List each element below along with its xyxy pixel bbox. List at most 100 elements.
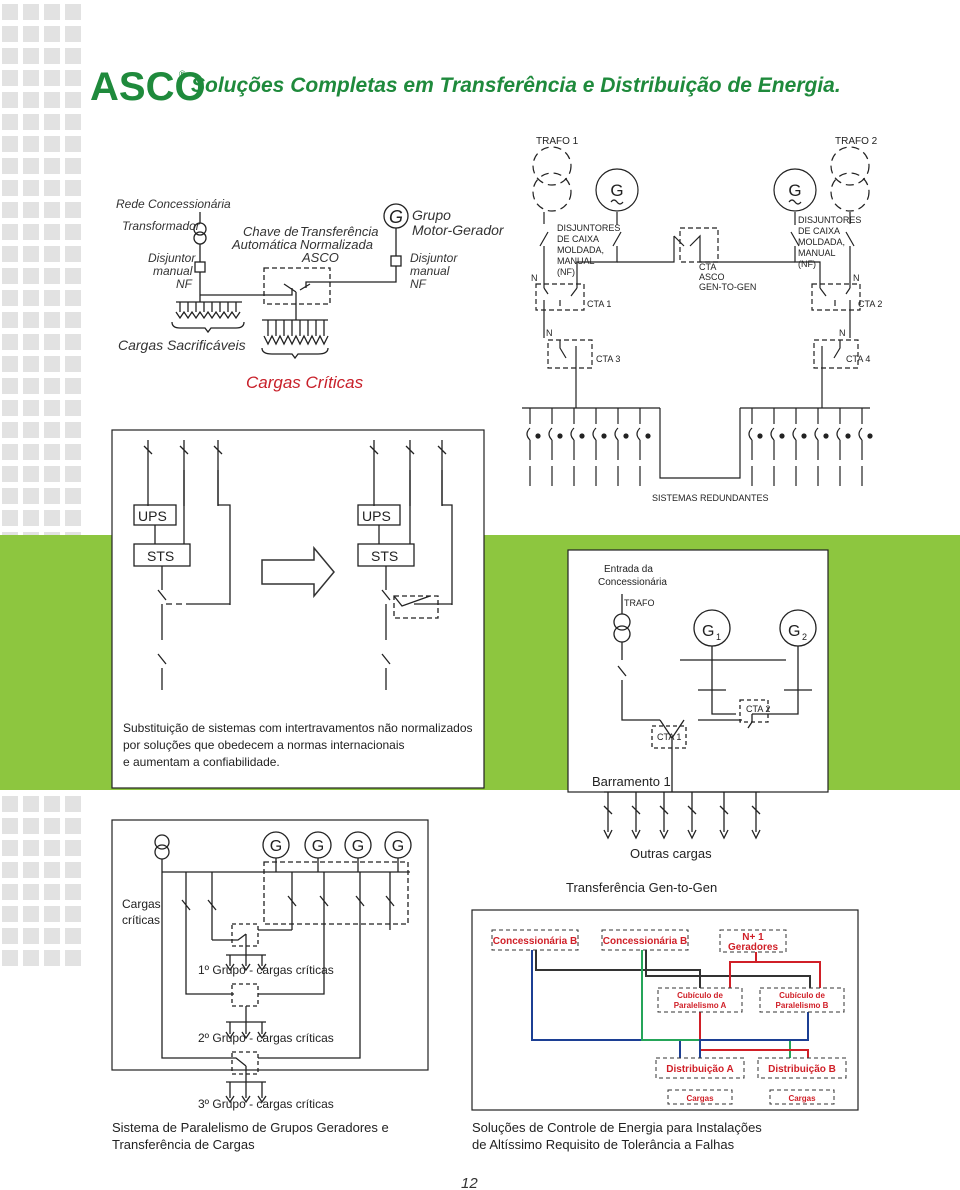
background-square xyxy=(65,906,81,922)
background-square xyxy=(65,884,81,900)
cta1-label: CTA 1 xyxy=(587,299,611,309)
background-square xyxy=(23,950,39,966)
brace-icon xyxy=(171,321,245,334)
gen-breaker-icon xyxy=(390,255,402,267)
breaker-icon xyxy=(194,261,206,273)
background-square xyxy=(65,334,81,350)
breaker-dot-icon xyxy=(867,433,873,439)
sts-out-left xyxy=(157,566,230,690)
trafo1-label: TRAFO 1 xyxy=(536,136,579,147)
background-square xyxy=(65,840,81,856)
background-square xyxy=(2,378,18,394)
asco-logo: ASCO xyxy=(90,65,206,109)
top-right-diagram: TRAFO 1 TRAFO 2 DISJUNTORES DE CAIXA MOL… xyxy=(522,136,882,503)
gen-to-gen-caption: Transferência Gen-to-Gen xyxy=(566,880,717,895)
grupo3-wiring xyxy=(161,872,361,1098)
parallel-breakers xyxy=(287,895,395,907)
cta4-switch xyxy=(821,340,841,408)
cubiculo-b-label: Cubículo de xyxy=(779,991,825,1000)
ups-label: UPS xyxy=(138,508,167,524)
load-arrows-icon xyxy=(225,963,267,1104)
background-square xyxy=(2,840,18,856)
background-square xyxy=(23,906,39,922)
paralelismo-b-label: Paralelismo B xyxy=(776,1001,829,1010)
trafo2-label: TRAFO 2 xyxy=(835,136,878,147)
background-square xyxy=(23,818,39,834)
transformador-label: Transformador xyxy=(122,219,201,233)
breaker-arc-icon xyxy=(748,427,753,441)
breaker-dot-icon xyxy=(645,433,651,439)
background-square xyxy=(65,510,81,526)
breaker-dot-icon xyxy=(779,433,785,439)
background-square xyxy=(23,246,39,262)
background-square xyxy=(23,4,39,20)
cta3-box xyxy=(547,339,593,369)
load-breakers-right xyxy=(748,408,873,486)
motor-gerador-label: Motor-Gerador xyxy=(412,222,505,238)
background-square xyxy=(23,422,39,438)
arrow-right-icon xyxy=(261,545,335,599)
geradores-label: Geradores xyxy=(728,942,778,953)
cta-gen-to-gen-switch xyxy=(617,234,795,263)
controle-caption-line: Soluções de Controle de Energia para Ins… xyxy=(472,1120,762,1135)
background-square xyxy=(44,928,60,944)
conc-b1-box xyxy=(491,929,579,951)
gen-g-label: G xyxy=(312,838,324,855)
sistemas-redundantes-label: SISTEMAS REDUNDANTES xyxy=(652,493,769,503)
barramento-bus xyxy=(604,791,760,832)
sine-icon xyxy=(788,199,802,205)
ats-dashed-box xyxy=(263,267,331,305)
background-square xyxy=(23,928,39,944)
sts-interlock-box xyxy=(393,595,439,619)
background-square xyxy=(23,224,39,240)
sacrificial-bus xyxy=(176,301,242,312)
gen-disjuntor-label: Disjuntor xyxy=(410,251,458,265)
load-arrows-icon xyxy=(603,829,761,840)
cta2-switch xyxy=(819,287,851,306)
background-square xyxy=(23,70,39,86)
cta2-box xyxy=(739,699,769,723)
background-square xyxy=(44,906,60,922)
grupo2-wiring xyxy=(185,930,325,1034)
cargas-sacrificaveis-label: Cargas Sacrificáveis xyxy=(118,337,246,353)
cta-label-2: ASCO xyxy=(699,272,725,282)
paralelismo-a-label: Paralelismo A xyxy=(674,1001,727,1010)
background-square xyxy=(23,796,39,812)
background-square xyxy=(65,246,81,262)
conc-b2-label: Concessionária B xyxy=(603,936,687,947)
background-square xyxy=(2,202,18,218)
grupo1-switch-box xyxy=(231,923,259,947)
chave-label: Chave de xyxy=(243,224,299,239)
background-square xyxy=(44,92,60,108)
background-square xyxy=(23,136,39,152)
conc-b1-to-cub-a-line xyxy=(535,948,701,992)
gen-nf-label: NF xyxy=(410,277,427,291)
grupo3-switch-box xyxy=(231,1051,259,1075)
background-square xyxy=(2,26,18,42)
background-square xyxy=(44,840,60,856)
cargas-a-box xyxy=(667,1089,733,1105)
background-square xyxy=(65,224,81,240)
background-square xyxy=(2,246,18,262)
breaker-dot-icon xyxy=(579,433,585,439)
cta2-box xyxy=(811,283,861,311)
trafo2-coil-icon xyxy=(830,172,870,212)
breaker-dot-icon xyxy=(535,433,541,439)
gen-feeds xyxy=(275,858,399,872)
background-square xyxy=(23,158,39,174)
critical-bus xyxy=(262,319,328,336)
background-square xyxy=(2,224,18,240)
n-label: N xyxy=(853,273,860,283)
conc-b1-label: Concessionária B xyxy=(493,936,577,947)
background-square xyxy=(44,488,60,504)
background-square xyxy=(23,444,39,460)
cta2-label: CTA 2 xyxy=(858,299,882,309)
generator-icon xyxy=(773,168,817,212)
background-square xyxy=(44,48,60,64)
transferencia-label: Transferência xyxy=(300,224,379,239)
sts-out-right-switch xyxy=(393,595,431,607)
trafo-label: TRAFO xyxy=(624,598,655,608)
background-square xyxy=(2,950,18,966)
utility-line xyxy=(199,272,293,302)
top-left-diagram: Rede Concessionária Transformador Disjun… xyxy=(116,197,505,392)
